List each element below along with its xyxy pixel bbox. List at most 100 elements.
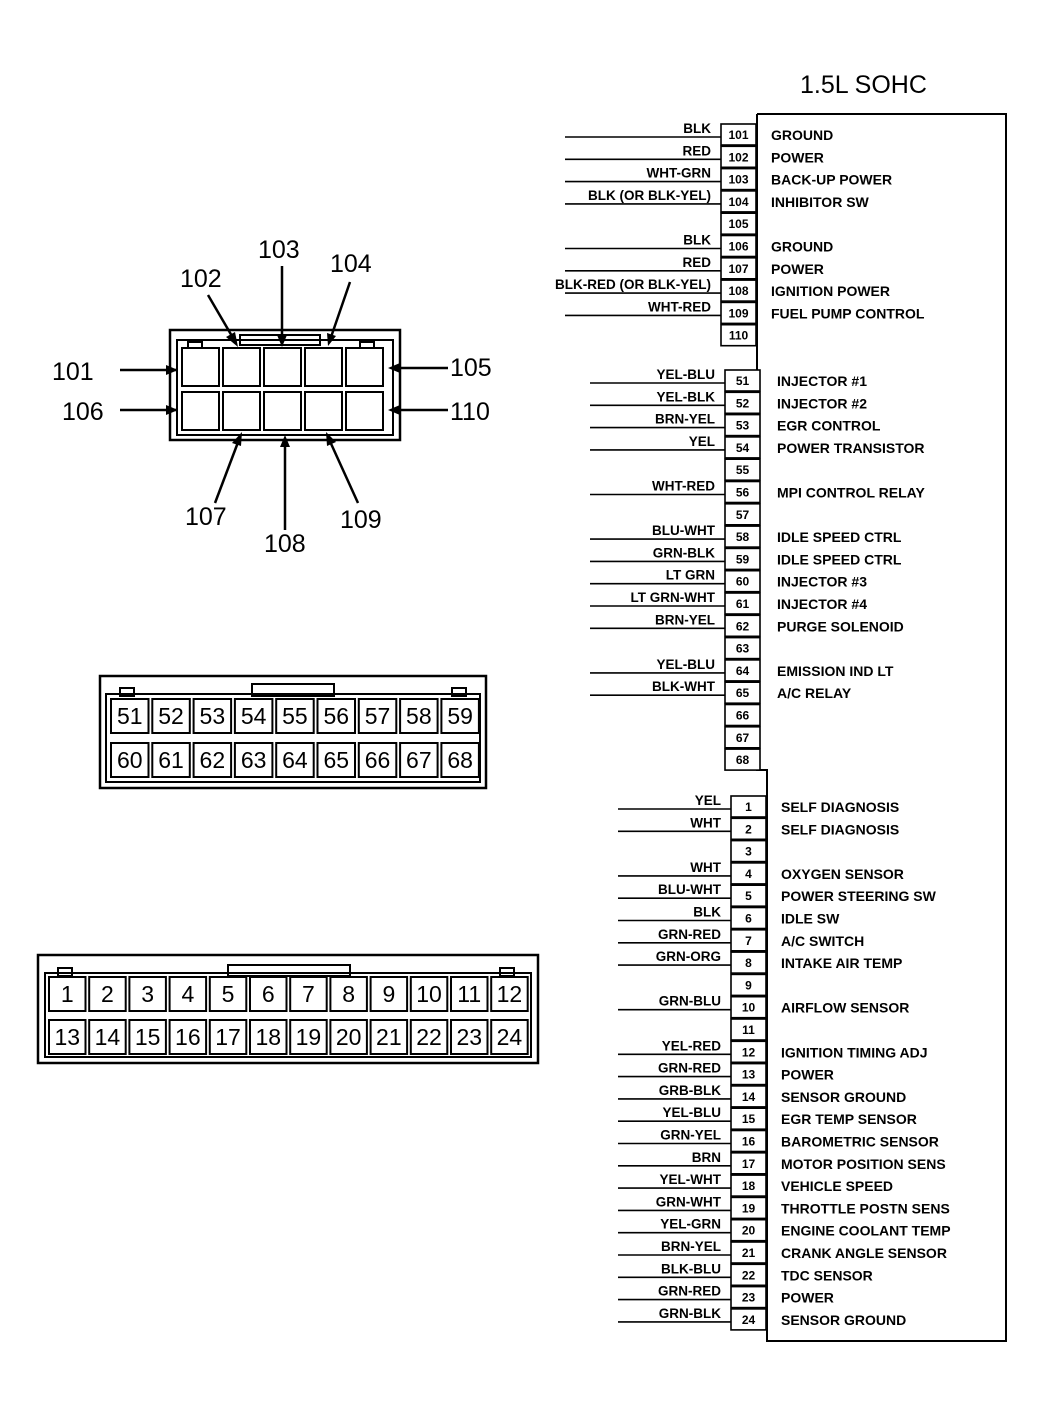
pin-box xyxy=(730,862,767,885)
connector-c-cavity xyxy=(48,976,87,1012)
pin-box xyxy=(724,458,761,482)
pin-box xyxy=(724,681,761,705)
connector-b-cavity xyxy=(399,742,439,778)
callout-110: 110 xyxy=(450,398,490,426)
pin-number: 102 xyxy=(728,150,748,164)
wire-color-label: LT GRN-WHT xyxy=(631,590,716,605)
connector-c-cavity xyxy=(289,1019,328,1055)
pin-box xyxy=(720,212,757,235)
pin-number: 8 xyxy=(745,956,752,970)
pin-number: 16 xyxy=(742,1135,756,1149)
pin-box xyxy=(730,906,767,930)
pin-row: 110 xyxy=(720,323,757,347)
pin-function-label: INJECTOR #4 xyxy=(777,596,867,612)
connector-b-pin-number: 56 xyxy=(323,703,349,729)
pin-function-label: GROUND xyxy=(771,127,833,143)
pin-box xyxy=(720,123,757,146)
pin-function-label: BACK-UP POWER xyxy=(771,172,892,188)
connector-b-pin-number: 64 xyxy=(282,747,308,773)
pin-box xyxy=(730,839,767,863)
pin-number: 64 xyxy=(736,664,750,678)
pin-box xyxy=(720,279,757,302)
wire-color-label: RED xyxy=(682,143,711,158)
pin-box xyxy=(724,703,761,727)
pin-function-label: FUEL PUMP CONTROL xyxy=(771,305,925,321)
wire-color-label: WHT-RED xyxy=(648,299,711,314)
connector-c-pin-number: 16 xyxy=(175,1024,201,1050)
pin-number: 62 xyxy=(736,619,750,633)
pin-box xyxy=(720,323,757,347)
pin-number: 66 xyxy=(736,709,750,723)
connector-c-cavity xyxy=(490,1019,529,1055)
pin-row: 9 xyxy=(730,973,767,997)
pin-number: 103 xyxy=(728,173,748,187)
pin-number: 5 xyxy=(745,889,752,903)
pin-row: 66 xyxy=(724,703,761,727)
connector-b-cavity xyxy=(151,742,191,778)
connector-c-cavity xyxy=(329,1019,368,1055)
pin-row: 63 xyxy=(724,636,761,660)
pin-box xyxy=(724,391,761,415)
pin-box xyxy=(724,592,761,615)
pin-number: 10 xyxy=(742,1001,756,1015)
connector-c-cavity xyxy=(208,976,248,1012)
wire-color-label: BRN xyxy=(692,1150,721,1165)
connector-c-pin-number: 3 xyxy=(141,981,154,1007)
pin-number: 110 xyxy=(729,329,749,343)
pin-box xyxy=(730,951,767,974)
connector-c-pin-number: 7 xyxy=(302,981,315,1007)
connector-c-pin-number: 5 xyxy=(222,981,235,1007)
pin-function-label: POWER xyxy=(771,149,824,165)
pin-function-label: IGNITION POWER xyxy=(771,283,890,299)
wire-color-label: YEL-WHT xyxy=(660,1172,722,1187)
pin-function-label: SENSOR GROUND xyxy=(781,1312,906,1328)
pin-number: 15 xyxy=(742,1112,756,1126)
connector-c-cavity xyxy=(369,976,409,1012)
wire-color-label: BLK-WHT xyxy=(652,679,716,694)
pin-number: 14 xyxy=(742,1090,756,1104)
connector-c-pin-number: 19 xyxy=(296,1024,322,1050)
pin-box xyxy=(720,167,757,191)
pin-function-label: INJECTOR #1 xyxy=(777,373,867,389)
pin-box xyxy=(720,301,757,325)
wire-color-label: WHT xyxy=(690,860,721,875)
connector-c-pin-number: 2 xyxy=(101,981,114,1007)
pin-function-label: EMISSION IND LT xyxy=(777,663,894,679)
connector-b-cavity xyxy=(357,742,398,778)
pin-row: 67 xyxy=(724,725,761,749)
connector-b-pin-number: 53 xyxy=(200,703,226,729)
pin-box xyxy=(730,1152,767,1175)
wire-color-label: YEL xyxy=(695,793,721,808)
pin-row: 11 xyxy=(730,1018,767,1041)
wire-color-label: GRN-BLK xyxy=(659,1306,721,1321)
pin-function-label: SELF DIAGNOSIS xyxy=(781,799,899,815)
pin-function-label: BAROMETRIC SENSOR xyxy=(781,1134,939,1150)
pin-box xyxy=(730,1040,767,1064)
pin-number: 104 xyxy=(728,195,748,209)
wire-color-label: GRB-BLK xyxy=(659,1083,721,1098)
pin-function-label: THROTTLE POSTN SENS xyxy=(781,1200,950,1216)
pin-number: 106 xyxy=(728,240,748,254)
pin-function-label: POWER xyxy=(781,1067,834,1083)
callout-102: 102 xyxy=(180,265,222,293)
connector-c-pin-number: 6 xyxy=(262,981,275,1007)
pin-box xyxy=(724,636,761,660)
